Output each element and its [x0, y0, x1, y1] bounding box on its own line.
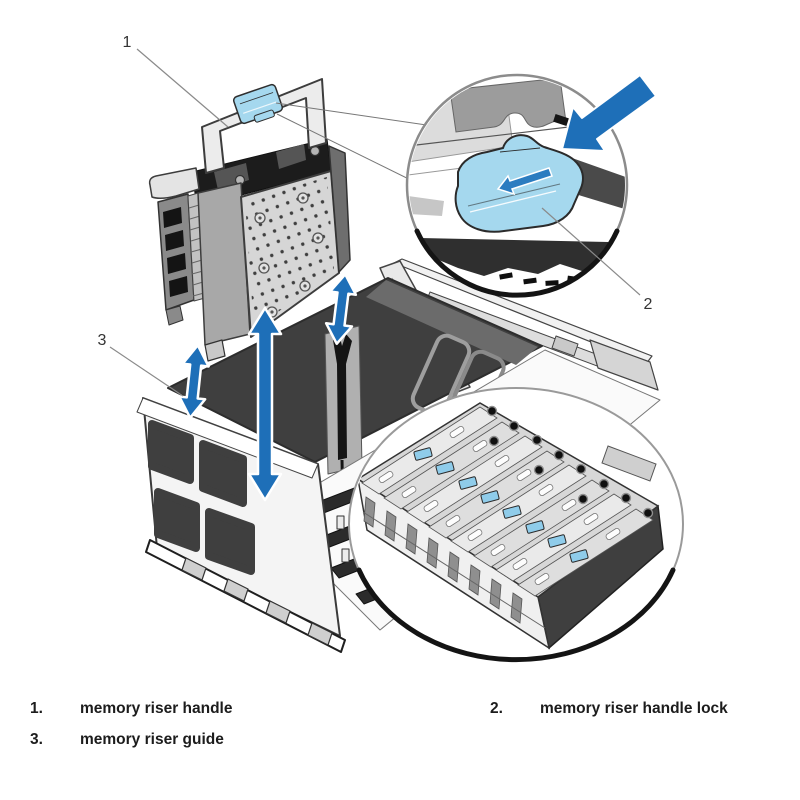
handle-lock-inset-rim: [414, 228, 620, 298]
magnifier-cone-line-lower: [276, 113, 432, 191]
riser-ribs: [188, 204, 205, 297]
handle-lock-inset: [405, 73, 657, 298]
riser-top-inner-2: [276, 144, 306, 169]
callout-1-leader: [136, 48, 229, 128]
chassis-rear-rail: [393, 258, 653, 365]
legend-label-memory-riser-handle: memory riser handle: [80, 700, 233, 717]
lock-tab-crease: [499, 147, 541, 153]
riser-left-ledge: [148, 167, 200, 200]
legend-number-1: 1.: [30, 700, 43, 717]
bay-back-wall: [366, 280, 538, 365]
callout-2: 2: [644, 296, 653, 313]
riser-right-panel: [328, 145, 351, 273]
chassis-feet: [181, 557, 333, 646]
riser-top-inner-1: [214, 163, 249, 190]
riser-plate-perforations: [245, 177, 334, 330]
front-wall-cutouts: [148, 420, 255, 575]
magnifier-cone-line-upper: [275, 102, 448, 129]
inset-left-wedge: [409, 196, 444, 216]
legend-label-memory-riser-handle-lock: memory riser handle lock: [540, 700, 728, 717]
inset-dark-band: [420, 238, 618, 276]
legend-label-memory-riser-guide: memory riser guide: [80, 731, 224, 748]
chassis-rear-clip: [551, 335, 579, 357]
double-arrow-icon-left: [178, 343, 210, 420]
riser-cage-inset: [348, 387, 684, 663]
double-arrow-icon-center: [247, 306, 283, 502]
press-direction-arrow-icon: [561, 74, 657, 152]
cage-dimm-latches: [378, 425, 621, 586]
legend-number-3: 3.: [30, 731, 43, 748]
callout-3: 3: [98, 332, 107, 349]
cage-front-edge-line: [362, 511, 546, 629]
slide-direction-arrow-icon: [496, 167, 553, 196]
inset-bar-line-2: [409, 167, 463, 176]
lock-tab-fold-line: [467, 183, 561, 207]
insertion-direction-arrows: [178, 273, 358, 502]
cage-grommet-holes: [486, 405, 654, 519]
lock-tab-fold-highlight: [469, 190, 557, 213]
memory-riser: [148, 78, 351, 362]
callout-2-leader: [541, 207, 641, 296]
legend-number-2: 2.: [490, 700, 503, 717]
memory-riser-handle-lock[interactable]: [232, 83, 285, 128]
chassis-rear-bracket: [589, 339, 659, 391]
callout-1: 1: [123, 34, 132, 51]
riser-bottom-foot: [204, 339, 226, 362]
riser-bracket-slots: [163, 207, 188, 297]
double-arrow-icon-right: [324, 273, 358, 345]
inset-dark-mark: [553, 114, 569, 126]
cage-rear-clip-tab: [601, 445, 657, 482]
riser-cage-inset-rim: [356, 567, 676, 663]
cage-front-slots: [363, 496, 523, 624]
cage-blue-release-tabs: [413, 447, 589, 563]
riser-guide-post: [333, 333, 352, 460]
figure-illustration: 1 2 3: [98, 34, 684, 663]
riser-bracket-foot: [165, 305, 184, 326]
callout-3-leader: [109, 346, 184, 397]
